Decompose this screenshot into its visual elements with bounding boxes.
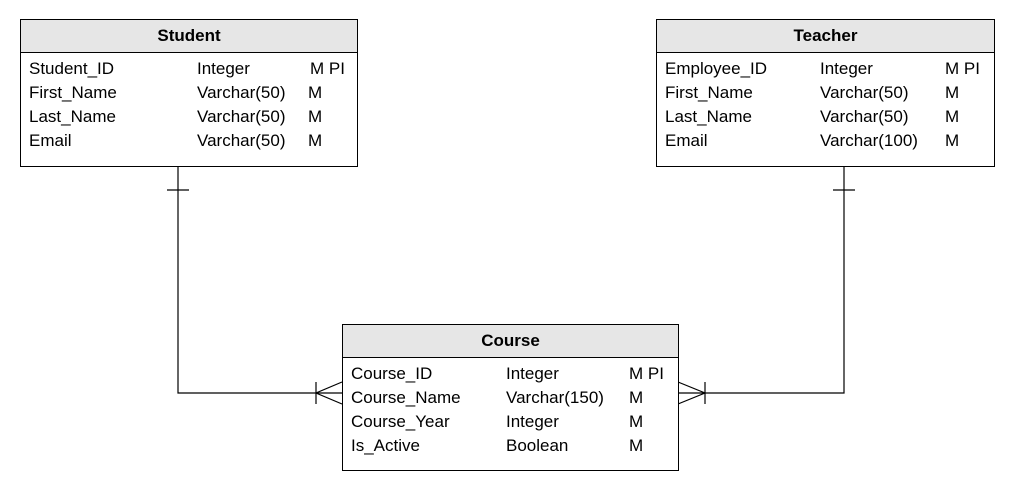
attribute-row: Employee_ID Integer M PI <box>657 57 994 81</box>
attribute-type: Integer <box>506 412 559 431</box>
attribute-name: Email <box>29 131 72 150</box>
attribute-name: Course_Year <box>351 412 450 431</box>
student-course-relationship <box>167 167 343 405</box>
teacher-course-relationship <box>677 167 855 405</box>
attribute-type: Varchar(50) <box>820 83 909 102</box>
attribute-type: Varchar(50) <box>820 107 909 126</box>
attribute-type: Integer <box>506 364 559 383</box>
attribute-list: Course_ID Integer M PI Course_Name Varch… <box>343 358 678 458</box>
attribute-flags: M PI <box>310 59 345 78</box>
attribute-flags: M <box>945 83 960 102</box>
attribute-name: Email <box>665 131 708 150</box>
attribute-flags: M <box>308 131 323 150</box>
attribute-type: Integer <box>820 59 873 78</box>
attribute-flags: M <box>945 131 960 150</box>
attribute-row: Is_Active Boolean M <box>343 434 678 458</box>
attribute-name: Employee_ID <box>665 59 768 78</box>
course-entity[interactable]: Course Course_ID Integer M PI Course_Nam… <box>342 324 679 471</box>
attribute-row: Course_Name Varchar(150) M <box>343 386 678 410</box>
attribute-name: Is_Active <box>351 436 420 455</box>
attribute-list: Student_ID Integer M PI First_Name Varch… <box>21 53 357 153</box>
attribute-name: Last_Name <box>665 107 752 126</box>
attribute-row: Last_Name Varchar(50) M <box>21 105 357 129</box>
attribute-name: Last_Name <box>29 107 116 126</box>
attribute-row: Course_ID Integer M PI <box>343 362 678 386</box>
attribute-flags: M <box>629 388 644 407</box>
attribute-type: Integer <box>197 59 250 78</box>
attribute-type: Varchar(100) <box>820 131 918 150</box>
student-course-line <box>177 167 342 394</box>
attribute-flags: M PI <box>629 364 664 383</box>
course-crowfoot-right <box>677 381 707 405</box>
entity-title: Course <box>343 325 678 358</box>
attribute-type: Varchar(50) <box>197 83 286 102</box>
teacher-course-line <box>678 167 845 394</box>
attribute-type: Varchar(50) <box>197 131 286 150</box>
attribute-flags: M <box>945 107 960 126</box>
attribute-list: Employee_ID Integer M PI First_Name Varc… <box>657 53 994 153</box>
attribute-type: Varchar(50) <box>197 107 286 126</box>
attribute-type: Varchar(150) <box>506 388 604 407</box>
attribute-name: First_Name <box>665 83 753 102</box>
attribute-name: Student_ID <box>29 59 115 78</box>
attribute-flags: M <box>629 436 644 455</box>
attribute-row: Email Varchar(100) M <box>657 129 994 153</box>
course-crowfoot-left <box>314 381 343 405</box>
attribute-row: Course_Year Integer M <box>343 410 678 434</box>
teacher-entity[interactable]: Teacher Employee_ID Integer M PI First_N… <box>656 19 995 167</box>
attribute-row: First_Name Varchar(50) M <box>657 81 994 105</box>
entity-title: Teacher <box>657 20 994 53</box>
attribute-name: Course_Name <box>351 388 461 407</box>
entity-title: Student <box>21 20 357 53</box>
attribute-row: Last_Name Varchar(50) M <box>657 105 994 129</box>
attribute-name: First_Name <box>29 83 117 102</box>
attribute-row: Student_ID Integer M PI <box>21 57 357 81</box>
attribute-row: Email Varchar(50) M <box>21 129 357 153</box>
student-entity[interactable]: Student Student_ID Integer M PI First_Na… <box>20 19 358 167</box>
attribute-flags: M <box>308 107 323 126</box>
attribute-type: Boolean <box>506 436 569 455</box>
attribute-flags: M <box>629 412 644 431</box>
attribute-flags: M PI <box>945 59 980 78</box>
attribute-name: Course_ID <box>351 364 433 383</box>
attribute-flags: M <box>308 83 323 102</box>
attribute-row: First_Name Varchar(50) M <box>21 81 357 105</box>
